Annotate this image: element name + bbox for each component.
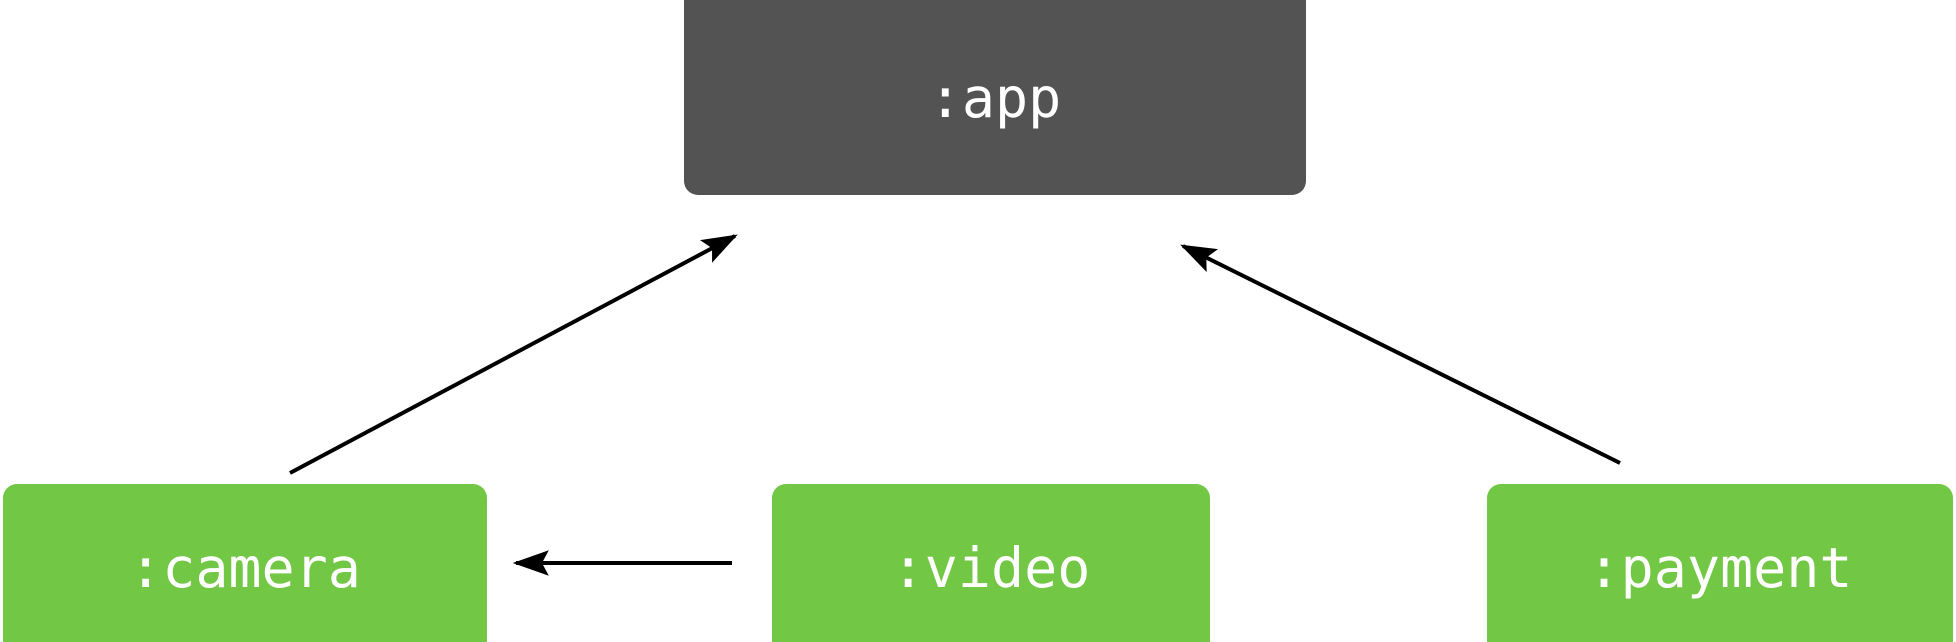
node-app-label: :app xyxy=(928,65,1062,130)
edge-payment-to-app xyxy=(1180,244,1621,465)
node-payment-label: :payment xyxy=(1587,535,1853,600)
node-camera-label: :camera xyxy=(129,535,361,600)
node-video[interactable]: :video xyxy=(772,484,1210,642)
edge-camera-to-app xyxy=(289,234,738,475)
node-video-label: :video xyxy=(891,535,1091,600)
node-app[interactable]: :app xyxy=(684,0,1306,195)
node-payment[interactable]: :payment xyxy=(1487,484,1953,642)
node-camera[interactable]: :camera xyxy=(3,484,487,642)
